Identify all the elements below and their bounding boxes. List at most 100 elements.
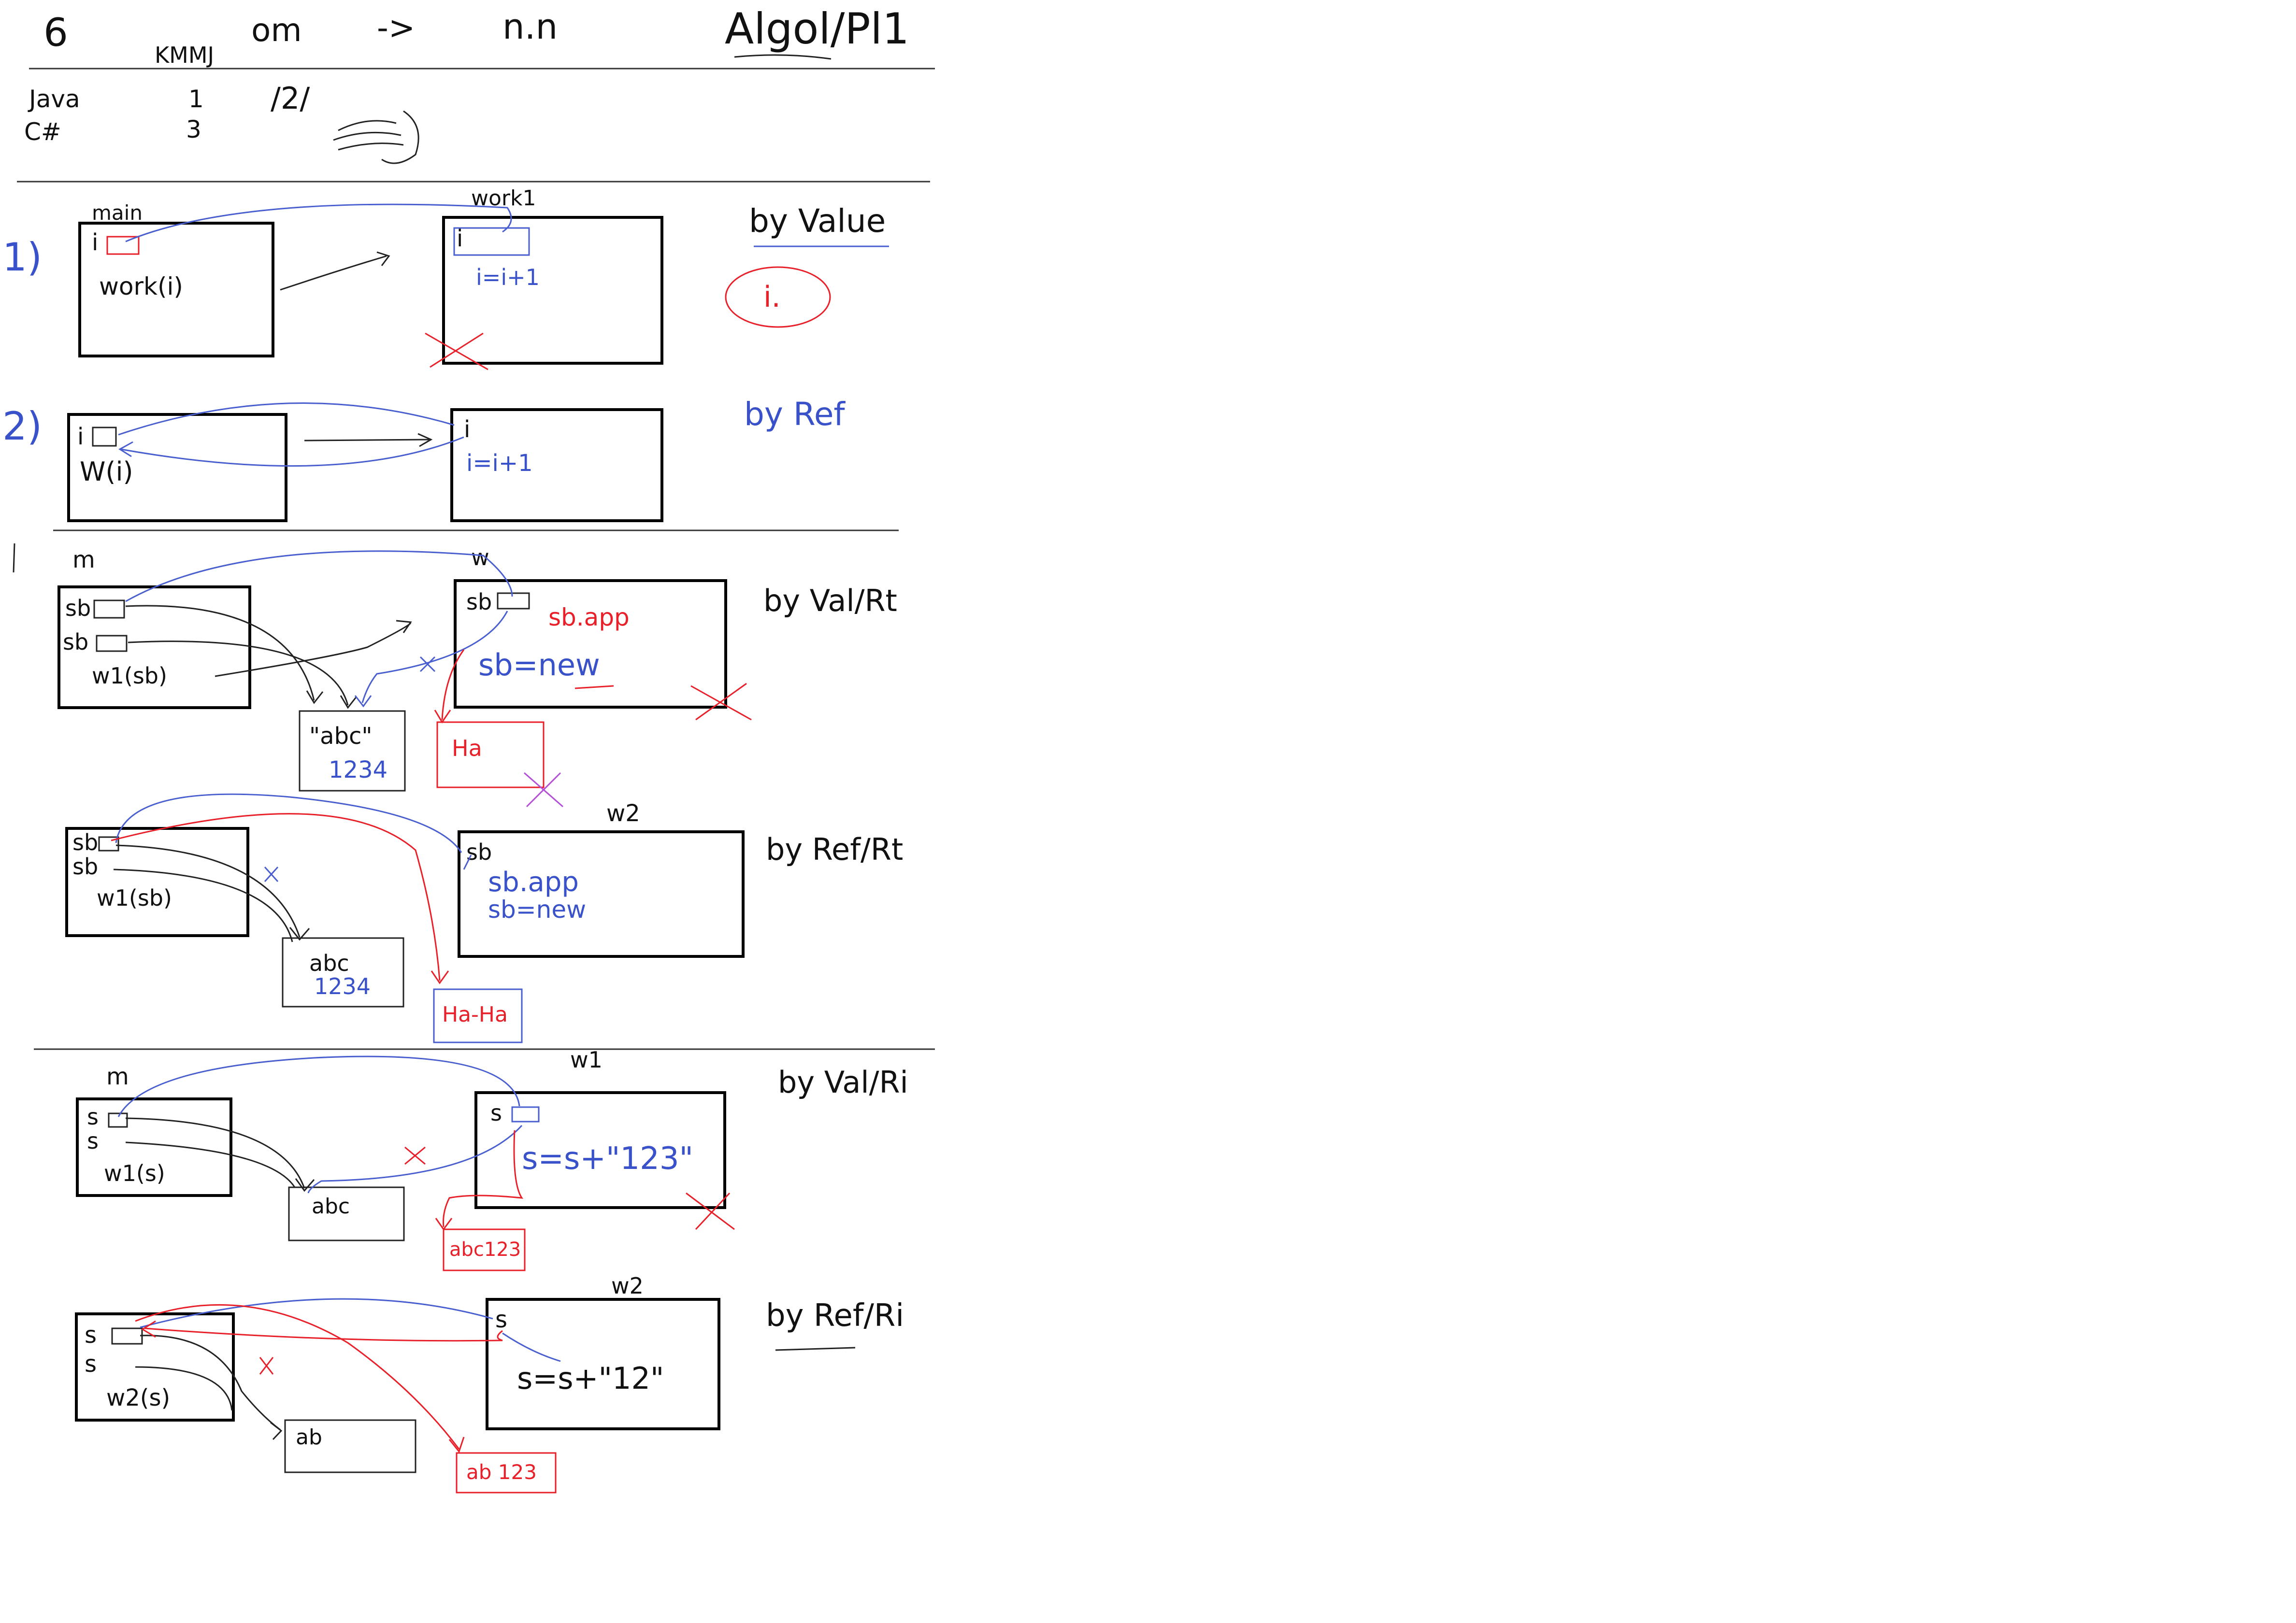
s5-new-arrow xyxy=(435,1130,524,1231)
s6-stmt-arrow xyxy=(502,1332,561,1362)
s4-heap2-box xyxy=(433,988,523,1043)
s4-work-title: w2 xyxy=(606,800,640,827)
s3-var2-slot xyxy=(96,635,128,652)
s5-heap2-box xyxy=(443,1228,526,1271)
s3-new-arrow xyxy=(434,649,465,724)
header-mid1: KMMJ xyxy=(155,42,214,68)
section-1: 1) main i work(i) work1 i i=i+1 by Value… xyxy=(2,186,889,370)
s5-var1: s xyxy=(87,1104,99,1130)
s1-main-box xyxy=(78,222,274,357)
s5-heap1: abc xyxy=(312,1194,350,1219)
s1-work-var: i xyxy=(457,225,463,252)
s4-ref-arrow-1 xyxy=(115,844,310,941)
s4-ref-param-arrow xyxy=(115,793,462,853)
s3-var1-slot xyxy=(93,599,125,619)
s3-work-stmt1: sb.app xyxy=(548,603,630,631)
s5-param-to-heap xyxy=(307,1125,523,1194)
s1-copy-arrow xyxy=(125,203,512,242)
s1-work-stmt: i=i+1 xyxy=(476,264,540,290)
s5-call: w1(s) xyxy=(104,1160,165,1186)
s4-heap1-a: abc xyxy=(309,950,349,976)
s4-label: by Ref/Rt xyxy=(766,832,903,867)
s2-main-var-slot xyxy=(92,427,117,447)
s6-work-box xyxy=(486,1298,720,1430)
s1-work-var-slot xyxy=(453,227,530,256)
s5-main-title: m xyxy=(106,1063,129,1090)
s3-label: by Val/Rt xyxy=(763,583,897,618)
s6-var1-slot xyxy=(111,1327,143,1345)
s5-work-title: w1 xyxy=(570,1047,603,1073)
section-4: sb sb w1(sb) abc 1234 w2 sb sb.app sb=ne… xyxy=(65,793,903,1043)
lang-java-num: 1 xyxy=(188,85,204,113)
s3-var2: sb xyxy=(63,629,88,655)
header-arrow: -> xyxy=(377,9,415,46)
section-6: s s w2(s) ab w2 s s=s+"12" ab 123 by Ref… xyxy=(75,1273,904,1494)
s4-heap2: Ha-Ha xyxy=(442,1002,508,1027)
s3-heap1-b: 1234 xyxy=(329,756,387,783)
s3-work-var-slot xyxy=(497,592,530,610)
s3-new-underline xyxy=(574,685,614,689)
s5-heap1-box xyxy=(288,1186,405,1241)
s2-number: 2) xyxy=(2,404,42,449)
lang-csharp-num: 3 xyxy=(186,115,201,143)
lang-java: Java xyxy=(28,85,80,113)
s5-work-stmt: s=s+"123" xyxy=(522,1141,693,1177)
s5-label: by Val/Ri xyxy=(778,1065,908,1100)
s3-work-box xyxy=(454,579,727,709)
s5-param-arrow xyxy=(117,1055,520,1117)
s6-work-title: w2 xyxy=(611,1273,644,1299)
s2-ref-arrow-out xyxy=(118,402,455,436)
s5-work-box xyxy=(474,1091,726,1209)
s5-work-cross xyxy=(686,1192,735,1230)
s3-heap1-a: "abc" xyxy=(309,723,372,750)
s3-param-cross xyxy=(419,656,436,672)
s3-main-title: m xyxy=(72,546,95,573)
s6-work-stmt: s=s+"12" xyxy=(517,1361,664,1396)
s5-ref-arrow-1 xyxy=(125,1117,315,1192)
section-2: 2) i W(i) i i=i+1 by Ref xyxy=(2,396,846,522)
s1-label: by Value xyxy=(749,202,886,240)
s4-heap1-box xyxy=(282,937,404,1008)
scribble-icon xyxy=(333,110,419,164)
s4-work-stmt2: sb=new xyxy=(488,896,586,924)
header-mid2: om xyxy=(251,12,302,49)
s6-ref-arrow-2 xyxy=(135,1366,233,1411)
s5-param-cross xyxy=(404,1146,426,1165)
s6-heap2-box xyxy=(456,1452,557,1494)
s4-ref-cross xyxy=(264,866,279,883)
s3-heap2-box xyxy=(436,721,545,788)
s1-delete-cross xyxy=(425,332,488,370)
s5-var2: s xyxy=(87,1128,99,1154)
s5-main-box xyxy=(76,1097,232,1197)
s6-ref-arrow-1 xyxy=(140,1335,283,1440)
s3-work-stmt2: sb=new xyxy=(478,647,600,683)
s6-call: w2(s) xyxy=(106,1384,170,1411)
header-right-underline xyxy=(734,54,832,60)
section-3: m sb sb w1(sb) "abc" 1234 w sb sb.app sb… xyxy=(57,544,897,808)
s4-new-arrow xyxy=(111,813,449,984)
s3-work-var: sb xyxy=(466,589,492,615)
s3-heap1-box xyxy=(299,710,406,792)
section-5: m s s w1(s) abc w1 s s=s+"123" abc123 by… xyxy=(76,1047,908,1271)
s3-heap2-cross xyxy=(524,772,563,808)
s1-call-arrow xyxy=(280,251,390,291)
s3-heap2: Ha xyxy=(452,735,482,761)
s4-var1-slot xyxy=(98,836,119,852)
s3-var1: sb xyxy=(65,595,91,621)
s3-ref-arrow-1 xyxy=(125,605,324,704)
s5-heap2: abc123 xyxy=(449,1239,521,1261)
s2-work-box xyxy=(450,408,663,522)
s4-work-stmt1: sb.app xyxy=(488,867,579,898)
s4-work-var: sb xyxy=(466,839,492,865)
s1-work-box xyxy=(442,216,663,365)
s1-main-var-slot xyxy=(106,236,140,255)
s6-ref-param-arrow xyxy=(140,1298,493,1328)
s2-ref-arrow-back xyxy=(118,436,464,467)
s4-main-box xyxy=(65,827,249,937)
header-right: Algol/Pl1 xyxy=(725,4,909,54)
s2-main-var: i xyxy=(77,423,84,450)
s5-ref-arrow-2 xyxy=(125,1141,296,1188)
s2-call-arrow xyxy=(304,433,433,447)
s4-var1: sb xyxy=(72,829,98,855)
